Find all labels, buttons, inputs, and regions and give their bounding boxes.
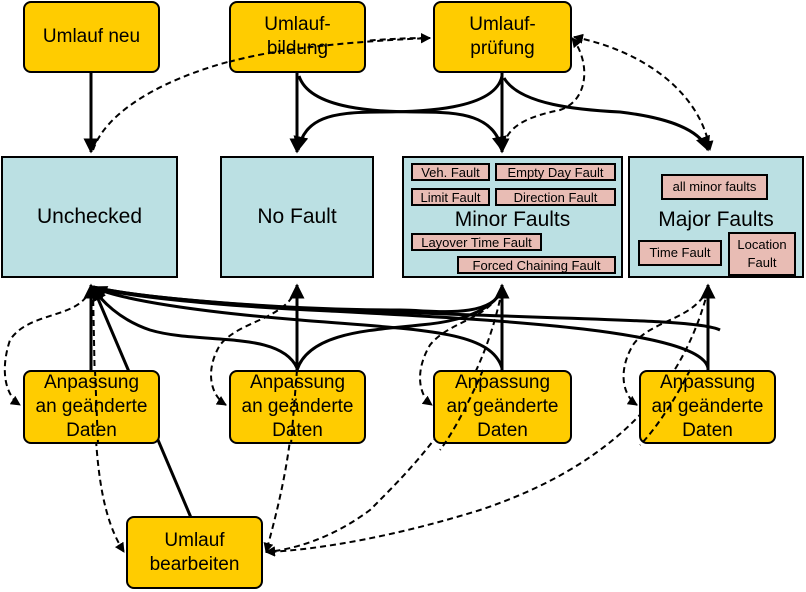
state-no-fault[interactable]: No Fault <box>220 156 374 278</box>
fault-time: Time Fault <box>638 240 722 266</box>
edge-dashed-anp3-bearbeiten <box>265 289 503 557</box>
fault-direction: Direction Fault <box>495 188 616 206</box>
edge-pruefung-to-major <box>502 77 710 152</box>
action-umlauf-bildung[interactable]: Umlauf- bildung <box>229 1 366 73</box>
edge-dashed-unchecked-anp1 <box>3 287 92 406</box>
action-umlauf-bearbeiten[interactable]: Umlauf bearbeiten <box>126 516 263 589</box>
edge-anp2-to-unchecked <box>91 285 299 369</box>
action-umlauf-neu[interactable]: Umlauf neu <box>23 1 160 73</box>
edge-anp3-to-unchecked <box>91 285 504 369</box>
state-minor-faults[interactable]: Minor Faults Veh. Fault Empty Day Fault … <box>402 156 623 278</box>
state-major-faults[interactable]: Major Faults all minor faults Time Fault… <box>628 156 804 278</box>
state-minor-faults-label: Minor Faults <box>454 208 571 231</box>
edge-dashed-anp1-bearbeiten <box>92 289 125 553</box>
fault-forced-chaining: Forced Chaining Fault <box>457 256 616 274</box>
action-umlauf-pruefung[interactable]: Umlauf- prüfung <box>433 1 572 73</box>
action-anpassung-3[interactable]: Anpassung an geänderte Daten <box>433 370 572 444</box>
edge-nofault-to-minor <box>295 286 504 371</box>
action-anpassung-2[interactable]: Anpassung an geänderte Daten <box>229 370 366 444</box>
fault-layover-time: Layover Time Fault <box>411 233 542 251</box>
state-unchecked[interactable]: Unchecked <box>1 156 178 278</box>
fault-all-minor: all minor faults <box>661 174 768 200</box>
edge-dashed-minor-anp3 <box>419 287 503 406</box>
fault-limit: Limit Fault <box>411 188 490 206</box>
action-anpassung-1[interactable]: Anpassung an geänderte Daten <box>23 370 160 444</box>
fault-veh: Veh. Fault <box>411 163 490 181</box>
edge-dashed-pruefung-major <box>573 33 714 151</box>
edge-pruefung-to-nofault <box>293 75 504 152</box>
edge-dashed-nofault-anp2 <box>210 287 298 406</box>
edge-unchecked-top <box>92 285 721 332</box>
action-anpassung-4[interactable]: Anpassung an geänderte Daten <box>639 370 776 444</box>
state-unchecked-label: Unchecked <box>36 205 143 228</box>
fault-location: Location Fault <box>728 232 796 276</box>
state-major-faults-label: Major Faults <box>658 208 774 231</box>
fault-empty-day: Empty Day Fault <box>495 163 616 181</box>
edge-dashed-major-anp4 <box>622 287 709 406</box>
state-no-fault-label: No Fault <box>257 205 337 228</box>
